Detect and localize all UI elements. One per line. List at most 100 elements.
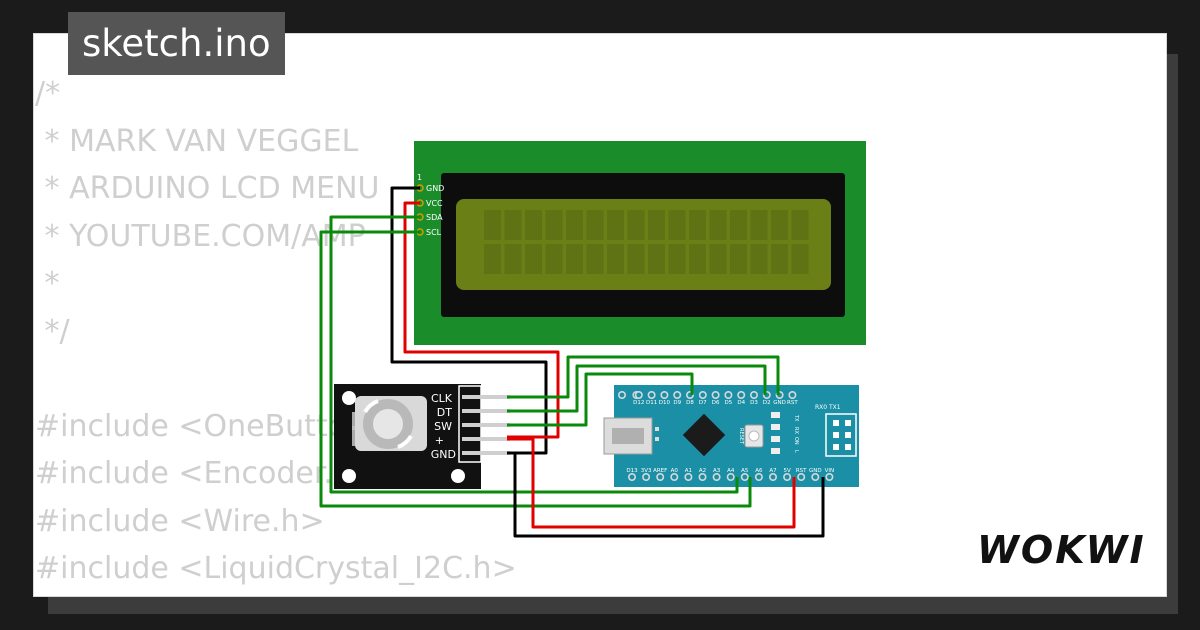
nano-pin-label: D11 bbox=[646, 400, 657, 406]
lcd-display[interactable]: 1 GND VCC SDA SCL bbox=[414, 141, 866, 345]
nano-pin[interactable] bbox=[642, 472, 651, 481]
nano-pin[interactable] bbox=[684, 472, 693, 481]
lcd-pin-label: GND bbox=[426, 184, 444, 193]
lcd-char-cell bbox=[648, 244, 665, 274]
nano-pin[interactable] bbox=[627, 472, 636, 481]
nano-pin[interactable] bbox=[811, 472, 820, 481]
rx-tx-label: RX0 TX1 bbox=[815, 404, 841, 411]
wire-green[interactable] bbox=[319, 230, 752, 508]
nano-pin-label: A7 bbox=[769, 468, 777, 474]
led-label: TX bbox=[793, 414, 799, 422]
usb-port bbox=[612, 428, 644, 444]
lcd-char-cell bbox=[484, 244, 501, 274]
nano-pin-label: A6 bbox=[755, 468, 763, 474]
nano-pin[interactable] bbox=[726, 472, 735, 481]
nano-pin-label: D7 bbox=[699, 400, 707, 406]
encoder-pin-label: DT bbox=[437, 406, 452, 419]
usb-tab bbox=[655, 427, 659, 431]
nano-pin[interactable] bbox=[712, 472, 721, 481]
nano-pin[interactable] bbox=[749, 390, 758, 399]
lcd-char-cell bbox=[566, 244, 583, 274]
lcd-char-cell bbox=[750, 210, 768, 240]
nano-pin[interactable] bbox=[634, 390, 643, 399]
nano-pin[interactable] bbox=[698, 472, 707, 481]
rotate-arrow-icon bbox=[363, 399, 379, 414]
wire-red[interactable] bbox=[507, 437, 796, 529]
icsp-pins bbox=[833, 420, 851, 450]
nano-pin[interactable] bbox=[737, 390, 746, 399]
wire-red[interactable] bbox=[403, 201, 560, 439]
lcd-char-cell bbox=[750, 244, 768, 274]
usb-tab bbox=[655, 437, 659, 441]
code-line: #include <LiquidCrystal_I2C.h> bbox=[35, 551, 517, 586]
mount-hole bbox=[451, 469, 465, 483]
lcd-char-cell bbox=[730, 244, 747, 274]
lcd-char-cell bbox=[586, 210, 604, 240]
wire-black[interactable] bbox=[390, 186, 548, 455]
nano-pin[interactable] bbox=[797, 472, 806, 481]
nano-pin[interactable] bbox=[740, 472, 749, 481]
nano-pin[interactable] bbox=[724, 390, 733, 399]
nano-pin-label: D3 bbox=[750, 400, 758, 406]
encoder-pin-dt[interactable] bbox=[462, 409, 510, 413]
wire-green[interactable] bbox=[507, 364, 767, 413]
wire-green[interactable] bbox=[329, 215, 739, 494]
lcd-pin-label: VCC bbox=[426, 199, 443, 208]
lcd-char-cell bbox=[504, 210, 522, 240]
led-label: L bbox=[793, 450, 799, 453]
encoder-shaft bbox=[373, 409, 403, 439]
lcd-char-cell bbox=[504, 244, 522, 274]
nano-pin[interactable] bbox=[647, 390, 656, 399]
lcd-char-cell bbox=[648, 210, 665, 240]
lcd-char-cell bbox=[668, 210, 686, 240]
nano-pin[interactable] bbox=[698, 390, 707, 399]
encoder-pin-label: SW bbox=[434, 420, 452, 433]
lcd-char-cell bbox=[525, 244, 542, 274]
nano-pin[interactable] bbox=[754, 472, 763, 481]
nano-pin[interactable] bbox=[673, 390, 682, 399]
nano-pin-label: A3 bbox=[713, 468, 721, 474]
nano-pin[interactable] bbox=[656, 472, 665, 481]
wire-green[interactable] bbox=[507, 355, 780, 399]
nano-pin-label: 3V3 bbox=[641, 468, 652, 474]
file-tab[interactable]: sketch.ino bbox=[68, 12, 285, 75]
encoder-pin-sw[interactable] bbox=[462, 423, 510, 427]
lcd-char-cell bbox=[627, 210, 645, 240]
lcd-char-cell bbox=[791, 210, 809, 240]
nano-pin-label: 5V bbox=[783, 468, 790, 474]
wire-green[interactable] bbox=[507, 372, 694, 427]
wire-black[interactable] bbox=[507, 451, 825, 538]
lcd-char-cell bbox=[709, 244, 727, 274]
lcd-char-cell bbox=[566, 210, 583, 240]
wokwi-logo[interactable]: WOKWI bbox=[975, 520, 1150, 580]
nano-pin[interactable] bbox=[825, 472, 834, 481]
led-label: RX bbox=[793, 427, 799, 434]
nano-pin-label: RST bbox=[796, 468, 807, 474]
nano-pin[interactable] bbox=[788, 390, 797, 399]
nano-pin[interactable] bbox=[768, 472, 777, 481]
nano-pin[interactable] bbox=[783, 472, 792, 481]
encoder-pin-label: GND bbox=[431, 448, 456, 461]
encoder-pin-plus[interactable] bbox=[462, 437, 510, 441]
code-line: * MARK VAN VEGGEL bbox=[35, 123, 359, 159]
mount-hole bbox=[342, 469, 356, 483]
nano-pin-label: GND bbox=[809, 468, 822, 474]
led-l bbox=[771, 448, 780, 454]
encoder-pin-gnd[interactable] bbox=[462, 451, 510, 455]
nano-pin[interactable] bbox=[670, 472, 679, 481]
reset-label: RESET bbox=[738, 428, 744, 445]
rotary-encoder[interactable]: CLK DT SW + GND bbox=[334, 384, 510, 489]
reset-button-cap[interactable] bbox=[748, 430, 760, 442]
lcd-char-cell bbox=[709, 210, 727, 240]
nano-pin-label: VIN bbox=[825, 468, 835, 474]
nano-pin[interactable] bbox=[711, 390, 720, 399]
nano-pin[interactable] bbox=[617, 390, 626, 399]
mount-hole bbox=[342, 391, 356, 405]
nano-board bbox=[614, 385, 859, 487]
encoder-leg bbox=[352, 440, 357, 446]
encoder-pin-clk[interactable] bbox=[462, 395, 510, 399]
nano-pin[interactable] bbox=[660, 390, 669, 399]
